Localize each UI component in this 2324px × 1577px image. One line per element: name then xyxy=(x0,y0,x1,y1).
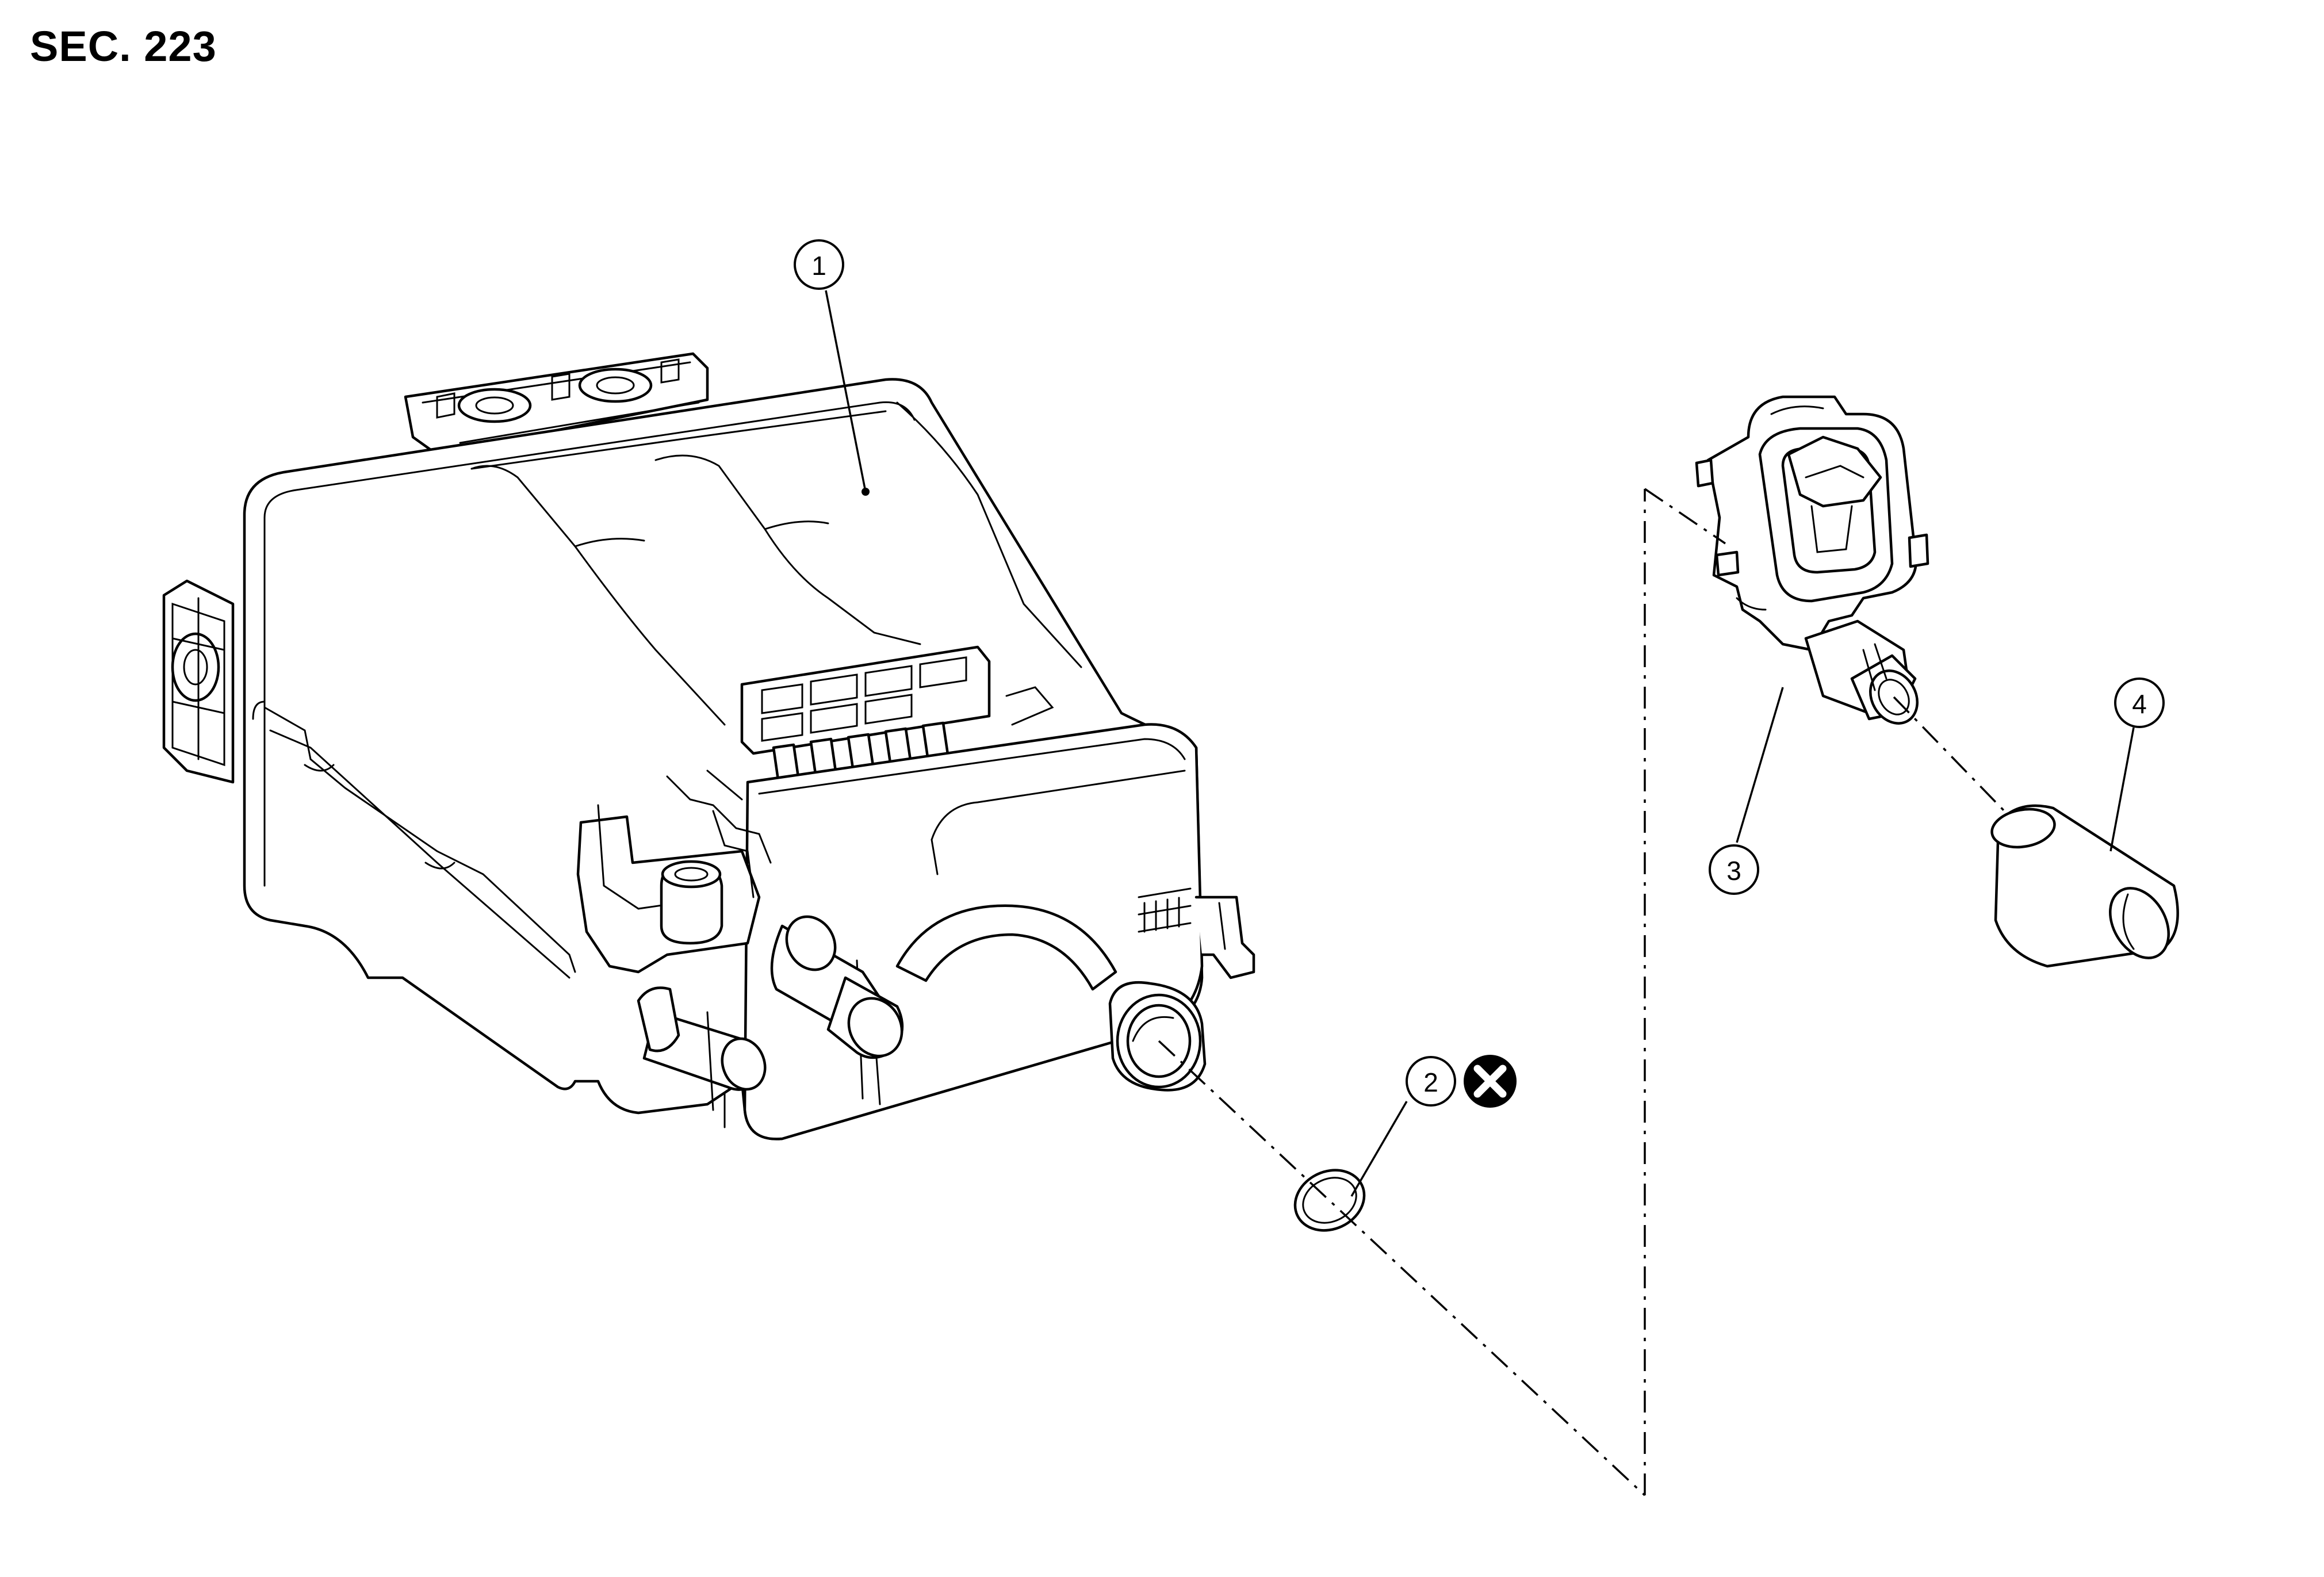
vent-control-valve xyxy=(1695,395,1929,725)
callout-4: 4 xyxy=(2114,678,2165,728)
callout-3: 3 xyxy=(1709,844,1759,895)
do-not-reuse-icon xyxy=(1464,1055,1517,1108)
evap-canister xyxy=(162,352,1255,1140)
o-ring xyxy=(1293,1169,1366,1232)
vent-hose xyxy=(1990,804,2179,968)
leader-lines xyxy=(825,290,2135,1197)
callout-2: 2 xyxy=(1406,1056,1456,1107)
callout-4-number: 4 xyxy=(2132,689,2147,719)
callout-1-number: 1 xyxy=(811,251,826,281)
callout-3-number: 3 xyxy=(1726,856,1741,886)
callout-1: 1 xyxy=(794,239,844,290)
section-label: SEC. 223 xyxy=(30,22,217,70)
alignment-lines xyxy=(1158,488,2005,1496)
callout-2-number: 2 xyxy=(1423,1067,1438,1097)
